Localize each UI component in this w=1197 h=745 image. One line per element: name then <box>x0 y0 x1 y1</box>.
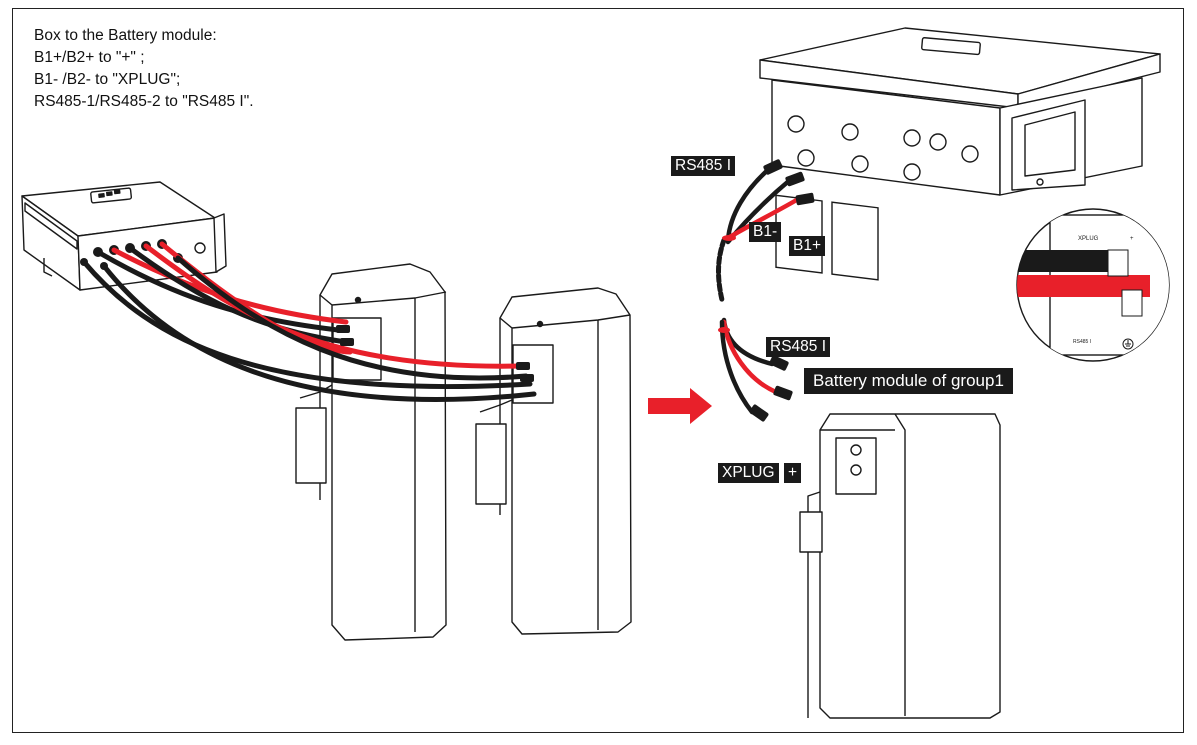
arrow-right-icon <box>648 388 712 424</box>
callout-battery-group: Battery module of group1 <box>804 368 1013 394</box>
instruction-line: Box to the Battery module: <box>34 27 217 44</box>
instruction-line: B1- /B2- to "XPLUG"; <box>34 71 181 88</box>
diagram-frame <box>12 8 1184 733</box>
instruction-line: B1+/B2+ to "+" ; <box>34 49 145 66</box>
left-cables <box>81 241 537 402</box>
battery-box-small <box>21 181 227 291</box>
connector-detail-view: XPLUG + RS485 I <box>1016 208 1170 362</box>
detail-rs485-label: RS485 I <box>1073 339 1091 345</box>
battery-box-large <box>759 27 1161 196</box>
callout-xplug: XPLUG <box>718 463 779 483</box>
detail-plus-label: + <box>1130 236 1134 242</box>
detail-xplug-label: XPLUG <box>1078 236 1099 242</box>
instruction-text: Box to the Battery module: B1+/B2+ to "+… <box>34 25 254 113</box>
instruction-line: RS485-1/RS485-2 to "RS485 I". <box>34 93 254 110</box>
battery-module-front <box>799 413 1001 719</box>
callout-plus: + <box>784 463 802 483</box>
harness-bottom-plugs <box>718 327 793 422</box>
cable-connectors-left <box>336 325 534 382</box>
harness-bottom <box>719 317 779 415</box>
callout-rs485-top: RS485 I <box>671 156 736 176</box>
ground-icon <box>1122 338 1134 350</box>
callout-b1-plus: B1+ <box>789 236 826 256</box>
callout-b1-minus: B1- <box>749 222 782 242</box>
callout-rs485-bottom: RS485 I <box>766 337 831 357</box>
harness-top-plugs <box>722 159 815 241</box>
battery-tower-2 <box>475 287 632 635</box>
